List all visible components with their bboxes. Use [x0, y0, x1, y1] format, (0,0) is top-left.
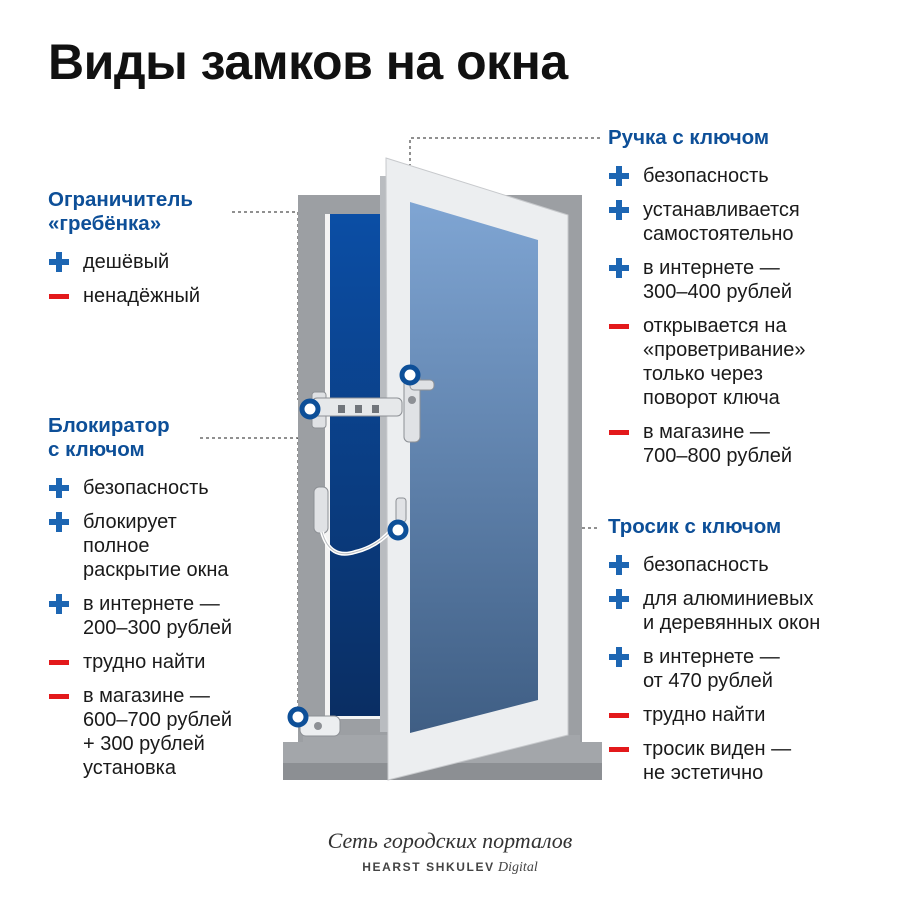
footer-brand-name: HEARST SHKULEV: [362, 860, 495, 874]
minus-icon: [608, 739, 630, 759]
page-title: Виды замков на окна: [48, 34, 568, 90]
list-item-text: безопасность: [83, 477, 209, 499]
list-item: устанавливается самостоятельно: [608, 198, 878, 246]
list-item: безопасность: [48, 476, 288, 500]
block-title: Блокиратор с ключом: [48, 414, 170, 461]
list-item-text: устанавливается самостоятельно: [643, 199, 800, 245]
list-item-text: для алюминиевых и деревянных окон: [643, 588, 821, 634]
list-item: блокирует полное раскрытие окна: [48, 510, 288, 582]
block-title: Ограничитель «гребёнка»: [48, 188, 193, 235]
pros-cons-list: дешёвый ненадёжный: [48, 250, 268, 308]
plus-icon: [608, 166, 630, 186]
list-item: безопасность: [608, 164, 878, 188]
marker-pin-icon: [287, 364, 421, 728]
list-item-text: блокирует полное раскрытие окна: [83, 511, 229, 581]
list-item: в интернете — от 470 рублей: [608, 645, 888, 693]
plus-icon: [608, 647, 630, 667]
list-item-text: безопасность: [643, 165, 769, 187]
blocker-block: Блокиратор с ключом безопасность блокируе…: [48, 414, 288, 790]
footer-network-name: Сеть городских порталов: [327, 828, 573, 853]
list-item: ненадёжный: [48, 284, 268, 308]
block-title: Ручка с ключом: [608, 126, 770, 149]
list-item-text: трудно найти: [643, 704, 766, 726]
pros-cons-list: безопасность устанавливается самостоятель…: [608, 164, 878, 468]
plus-icon: [608, 555, 630, 575]
list-item: открывается на «проветривание» только че…: [608, 314, 878, 410]
minus-icon: [608, 422, 630, 442]
list-item-text: в интернете — 200–300 рублей: [83, 593, 233, 639]
list-item: для алюминиевых и деревянных окон: [608, 587, 888, 635]
plus-icon: [48, 512, 70, 532]
list-item: трудно найти: [608, 703, 888, 727]
list-item-text: тросик виден — не эстетично: [643, 738, 792, 784]
plus-icon: [48, 252, 70, 272]
plus-icon: [48, 594, 70, 614]
plus-icon: [48, 478, 70, 498]
list-item-text: безопасность: [643, 554, 769, 576]
cable-lock-block: Тросик с ключом безопасность для алюминие…: [608, 515, 888, 795]
list-item: в магазине — 700–800 рублей: [608, 420, 878, 468]
footer-brand-suffix: Digital: [498, 860, 538, 875]
list-item-text: в магазине — 600–700 рублей + 300 рублей…: [83, 685, 233, 779]
minus-icon: [48, 652, 70, 672]
list-item: дешёвый: [48, 250, 268, 274]
list-item: трудно найти: [48, 650, 288, 674]
list-item-text: трудно найти: [83, 651, 206, 673]
pros-cons-list: безопасность блокирует полное раскрытие о…: [48, 476, 288, 780]
comb-limiter-block: Ограничитель «гребёнка» дешёвый ненадёжны…: [48, 188, 268, 318]
list-item-text: дешёвый: [83, 251, 170, 273]
list-item: в интернете — 300–400 рублей: [608, 256, 878, 304]
window-handle: [403, 371, 435, 443]
list-item-text: открывается на «проветривание» только че…: [643, 315, 806, 409]
minus-icon: [608, 316, 630, 336]
list-item-text: ненадёжный: [83, 285, 201, 307]
plus-icon: [608, 258, 630, 278]
handle-lock-block: Ручка с ключом безопасность устанавливает…: [608, 126, 878, 478]
list-item: в интернете — 200–300 рублей: [48, 592, 288, 640]
cable-lock: [313, 486, 407, 556]
minus-icon: [48, 686, 70, 706]
window-glass-light: [410, 202, 538, 733]
window-glass-dark: [330, 214, 384, 716]
list-item: в магазине — 600–700 рублей + 300 рублей…: [48, 684, 288, 780]
list-item: тросик виден — не эстетично: [608, 737, 888, 785]
pros-cons-list: безопасность для алюминиевых и деревянных…: [608, 553, 888, 785]
plus-icon: [608, 200, 630, 220]
minus-icon: [48, 286, 70, 306]
footer-brand: HEARST SHKULEV Digital: [0, 860, 900, 876]
comb-limiter: [311, 391, 403, 429]
list-item-text: в интернете — от 470 рублей: [643, 646, 780, 692]
minus-icon: [608, 705, 630, 725]
plus-icon: [608, 589, 630, 609]
list-item-text: в интернете — 300–400 рублей: [643, 257, 793, 303]
block-title: Тросик с ключом: [608, 515, 782, 538]
list-item: безопасность: [608, 553, 888, 577]
list-item-text: в магазине — 700–800 рублей: [643, 421, 793, 467]
